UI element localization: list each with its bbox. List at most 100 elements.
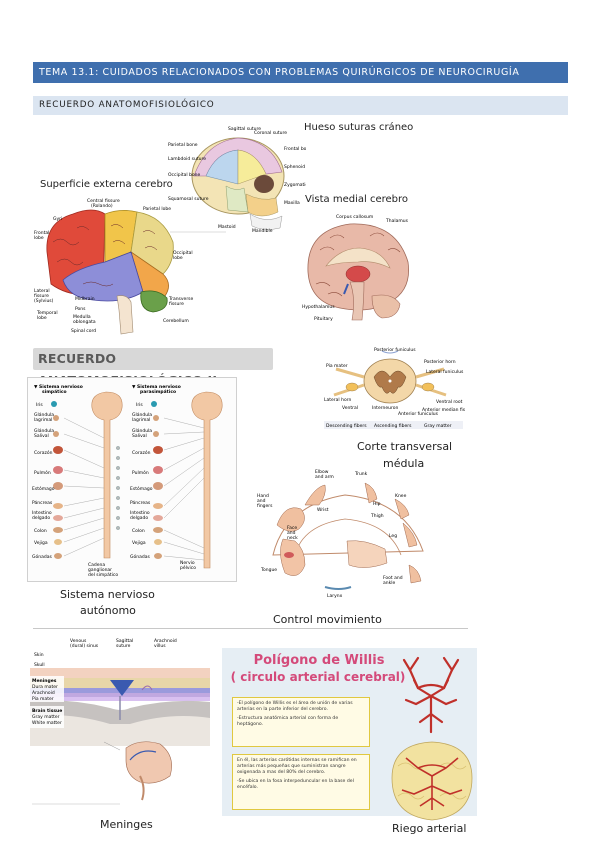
svg-text:Estómago: Estómago bbox=[130, 485, 153, 492]
svg-text:Pia mater: Pia mater bbox=[32, 696, 54, 702]
svg-text:Páncreas: Páncreas bbox=[32, 499, 53, 506]
svg-text:Gray matter: Gray matter bbox=[32, 714, 60, 720]
svg-text:Lateral horn: Lateral horn bbox=[324, 397, 351, 403]
svg-text:Arachnoid: Arachnoid bbox=[32, 690, 55, 696]
svg-text:Glándula: Glándula bbox=[132, 411, 152, 418]
willis-note-1: -El polígono de Willis es el área de uni… bbox=[237, 701, 353, 712]
svg-text:parasimpático: parasimpático bbox=[140, 388, 176, 395]
spinal-cord-figure: Posterior funiculus Pia mater Posterior … bbox=[322, 347, 475, 432]
svg-text:delgado: delgado bbox=[130, 515, 148, 521]
svg-text:Nervio: Nervio bbox=[180, 560, 195, 566]
svg-text:Sagittal suture: Sagittal suture bbox=[228, 126, 261, 132]
svg-text:and: and bbox=[287, 530, 296, 536]
svg-text:Hip: Hip bbox=[373, 501, 381, 507]
svg-text:Glándula: Glándula bbox=[34, 427, 54, 434]
brain-external-figure: Frontal lobe Gyri Central fissure (Rolan… bbox=[33, 192, 198, 340]
section-2-title: RECUERDO ANATOMOFISIOLÓGICO II bbox=[33, 348, 273, 388]
svg-text:▼ Sistema nervioso: ▼ Sistema nervioso bbox=[34, 384, 83, 390]
spinal-cord-caption-line1: Corte transversal bbox=[357, 440, 453, 453]
svg-text:pélvico: pélvico bbox=[180, 564, 196, 571]
svg-text:Anterior funiculus: Anterior funiculus bbox=[398, 411, 439, 417]
meninges-caption: Meninges bbox=[100, 818, 153, 831]
svg-text:Sphenoid bone: Sphenoid bone bbox=[284, 164, 306, 170]
svg-text:Posterior funiculus: Posterior funiculus bbox=[374, 347, 416, 353]
svg-text:Mandible: Mandible bbox=[252, 228, 273, 234]
svg-text:ankle: ankle bbox=[383, 580, 395, 586]
svg-text:and: and bbox=[257, 498, 266, 504]
svg-text:Hand: Hand bbox=[257, 493, 269, 499]
svg-text:Dura mater: Dura mater bbox=[32, 684, 58, 690]
svg-text:Squamosal suture: Squamosal suture bbox=[168, 196, 209, 202]
svg-text:Lambdoid suture: Lambdoid suture bbox=[168, 156, 206, 162]
brain-base-arterial-figure bbox=[388, 740, 476, 822]
willis-note-location: En él, las arterias carótidas internas s… bbox=[232, 754, 370, 810]
svg-text:lobe: lobe bbox=[37, 315, 47, 321]
willis-subtitle: ( circulo arterial cerebral) bbox=[230, 670, 406, 684]
svg-text:Colon: Colon bbox=[132, 528, 145, 534]
svg-text:Gray matter: Gray matter bbox=[424, 423, 452, 429]
svg-text:Corazón: Corazón bbox=[132, 449, 151, 456]
svg-text:Face: Face bbox=[287, 525, 297, 531]
svg-text:Medulla: Medulla bbox=[73, 314, 91, 320]
spinal-cord-caption-line2: médula bbox=[383, 457, 425, 470]
svg-text:Knee: Knee bbox=[395, 493, 407, 499]
svg-text:Occipital: Occipital bbox=[173, 250, 193, 256]
svg-text:Parietal lobe: Parietal lobe bbox=[143, 206, 171, 212]
brain-external-caption: Superficie externa cerebro bbox=[40, 179, 173, 190]
svg-text:Thalamus: Thalamus bbox=[385, 218, 409, 224]
svg-text:fissure: fissure bbox=[169, 301, 184, 307]
svg-text:Cerebellum: Cerebellum bbox=[163, 318, 189, 324]
skull-caption: Hueso suturas cráneo bbox=[304, 122, 414, 133]
svg-text:(dural) sinus: (dural) sinus bbox=[70, 643, 99, 649]
svg-text:Midbrain: Midbrain bbox=[75, 296, 95, 302]
svg-text:simpático: simpático bbox=[42, 388, 67, 395]
svg-text:Skin: Skin bbox=[34, 652, 44, 658]
willis-arteries-figure bbox=[396, 652, 466, 738]
svg-text:Estómago: Estómago bbox=[32, 485, 55, 492]
svg-text:Corazón: Corazón bbox=[34, 449, 53, 456]
svg-text:Tongue: Tongue bbox=[260, 567, 277, 573]
svg-text:Interneuron: Interneuron bbox=[372, 405, 398, 411]
svg-text:Pons: Pons bbox=[75, 306, 86, 312]
svg-text:Zygomatic bone: Zygomatic bone bbox=[284, 182, 306, 188]
svg-text:Leg: Leg bbox=[389, 533, 397, 539]
svg-text:Lateral: Lateral bbox=[34, 288, 50, 294]
svg-text:Ascending fibers: Ascending fibers bbox=[374, 423, 412, 429]
svg-text:Brain tissue: Brain tissue bbox=[32, 708, 62, 714]
willis-note-definition: -El polígono de Willis es el área de uni… bbox=[232, 697, 370, 747]
brain-medial-figure: Corpus callosum Thalamus Hypothalamus Pi… bbox=[300, 210, 415, 328]
svg-text:Corpus callosum: Corpus callosum bbox=[336, 214, 373, 220]
ans-caption-line1: Sistema nervioso bbox=[60, 588, 155, 601]
svg-text:Pituitary: Pituitary bbox=[314, 316, 333, 322]
svg-text:Hypothalamus: Hypothalamus bbox=[302, 304, 335, 310]
svg-text:Descending fibers: Descending fibers bbox=[326, 423, 367, 429]
svg-text:Occipital bone: Occipital bone bbox=[168, 172, 201, 178]
svg-text:Spinal cord: Spinal cord bbox=[71, 328, 96, 334]
svg-text:Gónadas: Gónadas bbox=[130, 553, 150, 560]
svg-text:oblongata: oblongata bbox=[73, 319, 96, 325]
svg-text:fingers: fingers bbox=[257, 503, 273, 509]
svg-text:Venous: Venous bbox=[70, 638, 87, 644]
svg-text:Frontal: Frontal bbox=[34, 230, 49, 236]
svg-text:ganglionar: ganglionar bbox=[88, 567, 112, 573]
svg-text:Parietal bone: Parietal bone bbox=[168, 142, 198, 148]
willis-note-2: -Estructura anatómica arterial con forma… bbox=[237, 716, 339, 727]
svg-text:and arm: and arm bbox=[315, 474, 334, 480]
willis-note-3: En él, las arterias carótidas internas s… bbox=[237, 758, 357, 775]
topic-title: TEMA 13.1: CUIDADOS RELACIONADOS CON PRO… bbox=[39, 67, 520, 78]
svg-text:Vejiga: Vejiga bbox=[132, 540, 146, 546]
svg-text:Ventral root: Ventral root bbox=[436, 399, 463, 405]
section-divider bbox=[33, 628, 468, 629]
svg-text:Maxilla: Maxilla bbox=[284, 200, 300, 206]
svg-text:lobe: lobe bbox=[34, 235, 44, 241]
svg-text:Trunk: Trunk bbox=[354, 471, 368, 477]
svg-text:Arachnoid: Arachnoid bbox=[154, 638, 177, 644]
arterial-caption: Riego arterial bbox=[392, 822, 467, 835]
topic-title-banner: TEMA 13.1: CUIDADOS RELACIONADOS CON PRO… bbox=[33, 62, 568, 83]
svg-text:Mastoid: Mastoid bbox=[218, 224, 236, 230]
svg-text:Sagittal: Sagittal bbox=[116, 638, 133, 644]
ans-figure: ▼ Sistema nervioso simpático ▼ Sistema n… bbox=[27, 377, 237, 582]
section-heading: RECUERDO ANATOMOFISIOLÓGICO bbox=[39, 100, 215, 110]
svg-text:Transverse: Transverse bbox=[168, 296, 194, 302]
